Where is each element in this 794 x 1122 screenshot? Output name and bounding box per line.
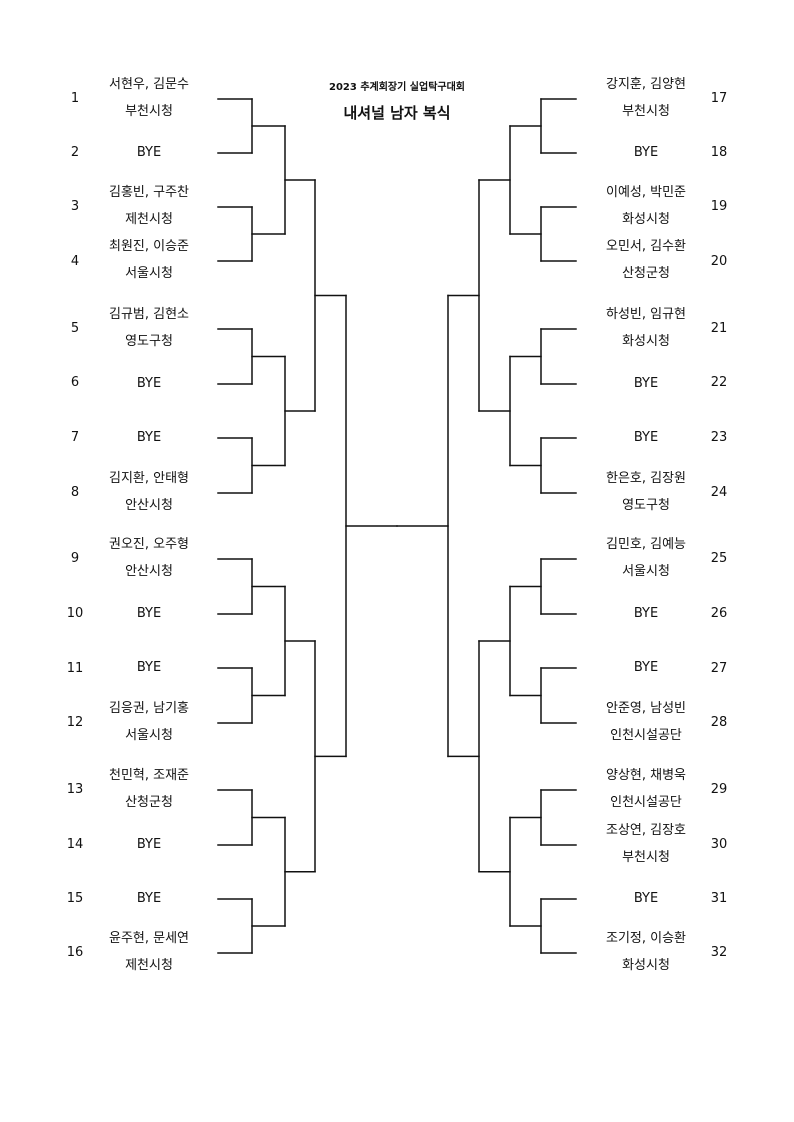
club-name: 서울시청: [125, 266, 173, 281]
seed-number: 3: [70, 199, 80, 214]
seed-number: 27: [710, 661, 728, 676]
seed-number: 4: [70, 254, 80, 269]
bye-label: BYE: [633, 376, 659, 391]
seed-number: 19: [710, 199, 728, 214]
club-name: 영도구청: [125, 334, 173, 349]
seed-number: 20: [710, 254, 728, 269]
player-names: 최원진, 이승준: [108, 239, 190, 254]
bye-label: BYE: [136, 606, 162, 621]
club-name: 부천시청: [125, 104, 173, 119]
bye-label: BYE: [633, 606, 659, 621]
bye-label: BYE: [136, 145, 162, 160]
club-name: 부천시청: [622, 104, 670, 119]
player-names: 조기정, 이승환: [605, 931, 687, 946]
bye-label: BYE: [633, 660, 659, 675]
player-names: 김민호, 김예능: [605, 537, 687, 552]
player-names: 윤주현, 문세연: [108, 931, 190, 946]
seed-number: 30: [710, 837, 728, 852]
seed-number: 29: [710, 782, 728, 797]
seed-number: 15: [66, 891, 84, 906]
seed-number: 2: [70, 145, 80, 160]
club-name: 제천시청: [125, 212, 173, 227]
club-name: 인천시설공단: [610, 728, 682, 743]
player-names: 권오진, 오주형: [108, 537, 190, 552]
player-names: 하성빈, 임규현: [605, 307, 687, 322]
seed-number: 14: [66, 837, 84, 852]
player-names: 김홍빈, 구주찬: [108, 185, 190, 200]
bye-label: BYE: [136, 430, 162, 445]
seed-number: 12: [66, 715, 84, 730]
club-name: 서울시청: [125, 728, 173, 743]
seed-number: 26: [710, 606, 728, 621]
seed-number: 11: [66, 661, 84, 676]
seed-number: 18: [710, 145, 728, 160]
club-name: 산청군청: [125, 795, 173, 810]
seed-number: 28: [710, 715, 728, 730]
player-names: 한은호, 김장원: [605, 471, 687, 486]
player-names: 조상연, 김장호: [605, 823, 687, 838]
player-names: 서현우, 김문수: [108, 77, 190, 92]
seed-number: 6: [70, 375, 80, 390]
club-name: 화성시청: [622, 212, 670, 227]
club-name: 화성시청: [622, 334, 670, 349]
bye-label: BYE: [136, 660, 162, 675]
tournament-title: 2023 추계회장기 실업탁구대회: [329, 82, 465, 93]
player-names: 양상현, 채병욱: [605, 768, 687, 783]
club-name: 화성시청: [622, 958, 670, 973]
seed-number: 21: [710, 321, 728, 336]
seed-number: 5: [70, 321, 80, 336]
seed-number: 8: [70, 485, 80, 500]
seed-number: 1: [70, 91, 80, 106]
player-names: 김응권, 남기홍: [108, 701, 190, 716]
seed-number: 24: [710, 485, 728, 500]
seed-number: 25: [710, 551, 728, 566]
seed-number: 9: [70, 551, 80, 566]
event-title: 내셔널 남자 복식: [343, 104, 451, 122]
player-names: 강지훈, 김양현: [605, 77, 687, 92]
seed-number: 10: [66, 606, 84, 621]
bye-label: BYE: [633, 430, 659, 445]
player-names: 안준영, 남성빈: [605, 701, 687, 716]
bye-label: BYE: [136, 891, 162, 906]
club-name: 안산시청: [125, 498, 173, 513]
seed-number: 23: [710, 430, 728, 445]
club-name: 부천시청: [622, 850, 670, 865]
seed-number: 13: [66, 782, 84, 797]
seed-number: 16: [66, 945, 84, 960]
club-name: 서울시청: [622, 564, 670, 579]
seed-number: 17: [710, 91, 728, 106]
club-name: 산청군청: [622, 266, 670, 281]
seed-number: 31: [710, 891, 728, 906]
club-name: 영도구청: [622, 498, 670, 513]
player-names: 오민서, 김수환: [605, 239, 687, 254]
bye-label: BYE: [136, 837, 162, 852]
player-names: 천민혁, 조재준: [108, 768, 190, 783]
club-name: 안산시청: [125, 564, 173, 579]
player-names: 이예성, 박민준: [605, 185, 687, 200]
player-names: 김규범, 김현소: [108, 307, 190, 322]
seed-number: 32: [710, 945, 728, 960]
bye-label: BYE: [136, 376, 162, 391]
seed-number: 7: [70, 430, 80, 445]
club-name: 인천시설공단: [610, 795, 682, 810]
player-names: 김지환, 안태형: [108, 471, 190, 486]
club-name: 제천시청: [125, 958, 173, 973]
bye-label: BYE: [633, 891, 659, 906]
bye-label: BYE: [633, 145, 659, 160]
seed-number: 22: [710, 375, 728, 390]
